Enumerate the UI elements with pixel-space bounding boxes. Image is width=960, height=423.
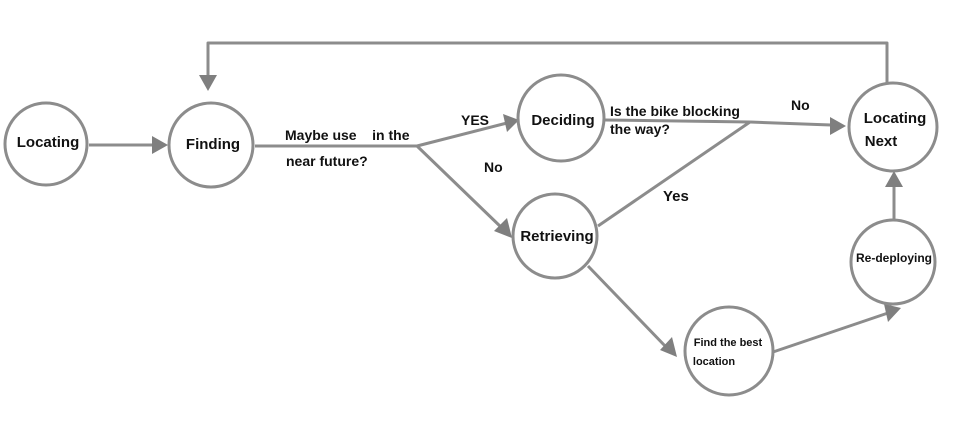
edge-label-yes-upper: YES <box>461 112 489 128</box>
node-locating <box>3 101 89 187</box>
arrowhead-redeploying <box>884 304 901 322</box>
edge-retrieving-to-junction <box>597 120 751 228</box>
edge-loop-to-finding <box>206 41 889 83</box>
edge-label-blocking-1: Is the bike blocking <box>610 103 740 119</box>
edge-label-no-lower: No <box>484 159 503 175</box>
arrowhead-finding-left <box>152 136 168 154</box>
arrowhead-retrieving <box>494 218 512 238</box>
arrowhead-locating-next <box>830 117 846 135</box>
edge-label-maybe-use-2: near future? <box>286 153 368 169</box>
node-finding <box>167 101 255 189</box>
edge-label-maybe-use-1: Maybe use in the <box>285 127 410 143</box>
label-deciding: Deciding <box>531 112 594 129</box>
label-locating-next-1: Locating <box>864 110 927 127</box>
arrowhead-finding-top <box>199 75 217 91</box>
edge-retrieving-to-find-best <box>586 264 669 350</box>
node-locating-next <box>847 81 939 173</box>
edge-branch-to-retrieving <box>415 144 505 231</box>
label-find-best-2: location <box>693 356 735 368</box>
label-retrieving: Retrieving <box>520 228 593 245</box>
arrowhead-locating-next-bottom <box>885 171 903 187</box>
label-find-best-1: Find the best <box>694 337 763 349</box>
edge-label-blocking-2: the way? <box>610 121 670 137</box>
edge-label-no-right: No <box>791 97 810 113</box>
node-deciding <box>516 73 606 163</box>
label-redeploying: Re-deploying <box>856 251 932 265</box>
arrowhead-deciding <box>503 114 519 132</box>
edge-junction-to-locating-next <box>749 120 832 127</box>
edge-deciding-to-junction <box>604 118 751 124</box>
edge-branch-to-deciding <box>416 121 508 148</box>
node-redeploying <box>849 218 937 306</box>
node-find-best-location <box>683 305 775 397</box>
edge-label-yes-mid: Yes <box>663 188 689 205</box>
edge-find-best-to-redeploying <box>772 311 889 354</box>
label-locating-next-2: Next <box>865 133 898 150</box>
node-retrieving <box>511 192 599 280</box>
label-finding: Finding <box>186 136 240 153</box>
arrowhead-find-best <box>660 337 677 357</box>
label-locating: Locating <box>17 134 80 151</box>
